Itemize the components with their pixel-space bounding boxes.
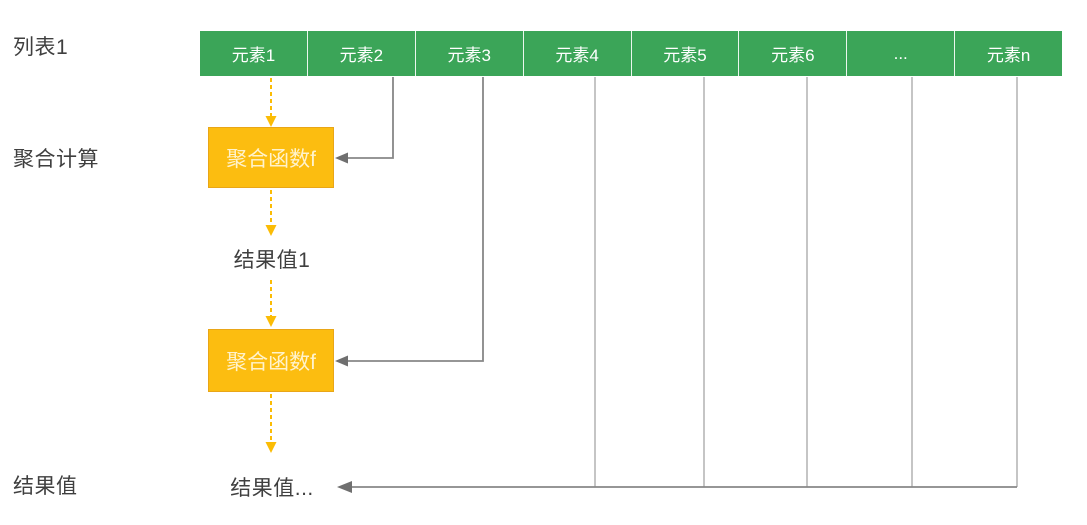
list-cell-element2: 元素2: [306, 31, 415, 76]
element2-to-function1-connector: [335, 77, 394, 164]
result1-to-function2-arrow: [265, 280, 277, 327]
final-result-arrowhead: [337, 481, 352, 493]
list-cell-element-n: 元素n: [954, 31, 1062, 76]
list-cell-ellipsis: ...: [846, 31, 955, 76]
remaining-element-drop-lines: [594, 77, 1018, 487]
row-label-list: 列表1: [13, 36, 69, 59]
aggregate-function-box-1-label: 聚合函数f: [226, 147, 316, 171]
dashed-arrowhead-3: [265, 316, 277, 327]
list-cell-element5: 元素5: [630, 31, 739, 76]
list-cell-element4: 元素4: [522, 31, 631, 76]
element3-connector-line: [348, 77, 484, 362]
list-cell-element1: 元素1: [200, 31, 307, 76]
function1-to-result1-arrow: [265, 190, 277, 236]
final-result-connector: [337, 481, 1017, 493]
element3-connector-arrowhead: [335, 355, 348, 367]
row-label-aggregate: 聚合计算: [13, 148, 99, 171]
dashed-arrowhead-1: [265, 116, 277, 127]
list-row: 元素1 元素2 元素3 元素4 元素5 元素6 ... 元素n: [200, 31, 1062, 76]
dashed-arrowhead-2: [265, 225, 277, 236]
element3-to-function2-connector: [335, 77, 484, 367]
row-label-result: 结果值: [13, 475, 78, 498]
element2-connector-arrowhead: [335, 152, 348, 164]
final-result-value: 结果值...: [230, 477, 314, 500]
element2-connector-line: [348, 77, 394, 159]
intermediate-result-value: 结果值1: [233, 249, 311, 272]
function2-to-final-result-arrow: [265, 394, 277, 453]
dashed-arrowhead-4: [265, 442, 277, 453]
element1-to-function1-arrow: [265, 78, 277, 127]
list-cell-element6: 元素6: [738, 31, 847, 76]
aggregate-function-box-2-label: 聚合函数f: [226, 350, 316, 374]
aggregate-function-box-1: 聚合函数f: [208, 127, 334, 188]
list-cell-element3: 元素3: [414, 31, 523, 76]
aggregate-function-box-2: 聚合函数f: [208, 329, 334, 392]
